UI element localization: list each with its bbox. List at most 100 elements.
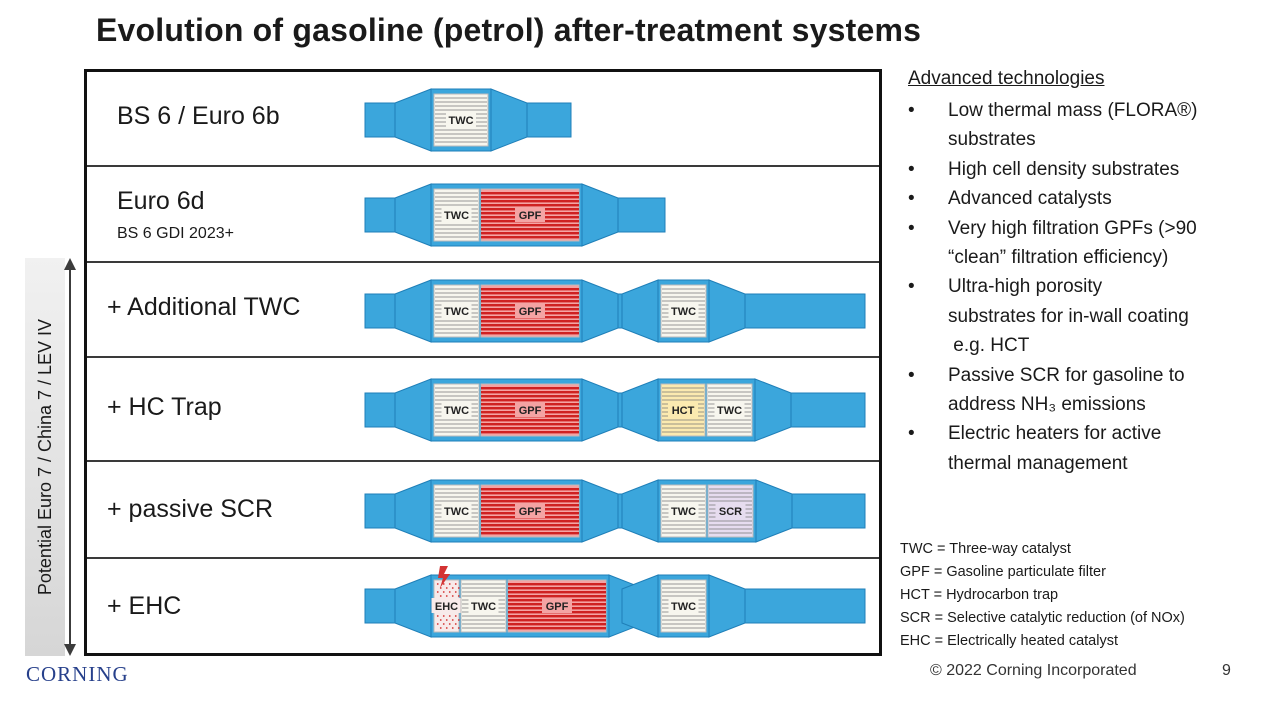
gpf-channel — [508, 587, 606, 590]
gpf-channel — [481, 391, 579, 394]
ehc-dot — [451, 627, 454, 629]
outlet-cone — [581, 479, 619, 543]
exhaust-diagram: TWC — [364, 88, 572, 152]
segment-label-bg — [441, 207, 472, 222]
segment-label-bg — [468, 598, 499, 613]
advanced-item-line: address NH₃ emissions — [948, 394, 1146, 416]
segment-label-bg — [446, 112, 476, 127]
gpf-channel — [481, 395, 579, 398]
gpf-channel — [481, 496, 579, 499]
segment-label-bg — [441, 303, 472, 318]
inlet-cone — [621, 378, 659, 442]
segment-label-bg — [668, 402, 698, 417]
gpf-channel — [481, 431, 579, 434]
advanced-item: •Advanced catalysts — [908, 184, 1268, 213]
segment-label: SCR — [719, 506, 742, 518]
segment-label-bg — [668, 303, 699, 318]
row-label: + Additional TWC — [107, 293, 301, 321]
ehc-dot — [439, 587, 442, 589]
bullet-icon: • — [908, 158, 915, 180]
twc-substrate: TWC — [433, 484, 480, 538]
ehc-dot — [451, 587, 454, 589]
gpf-channel — [481, 427, 579, 430]
bullet-icon: • — [908, 188, 915, 210]
gpf-substrate: GPF — [480, 484, 580, 538]
gpf-channel — [481, 236, 579, 239]
advanced-item-line: Ultra-high porosity — [948, 276, 1103, 298]
gpf-channel — [481, 500, 579, 503]
bullet-icon: • — [908, 100, 915, 121]
twc-substrate: TWC — [660, 284, 707, 338]
ehc-dot — [454, 623, 457, 625]
glossary-item: HCT = Hydrocarbon trap — [900, 587, 1059, 603]
advanced-item-line: Electric heaters for active — [948, 423, 1162, 445]
gpf-channel — [481, 200, 579, 203]
ehc-dot — [457, 627, 460, 629]
twc-substrate: TWC — [660, 484, 707, 538]
outlet-cone — [755, 479, 793, 543]
vertical-label: Potential Euro 7 / China 7 / LEV IV — [34, 318, 55, 596]
exhaust-diagram: TWC GPF TWC — [364, 279, 866, 343]
exhaust-system: TWC — [364, 88, 572, 152]
advanced-item: •Very high filtration GPFs (>90“clean” f… — [908, 214, 1268, 273]
ehc-dot — [442, 615, 445, 617]
inlet-cone — [394, 279, 432, 343]
gpf-channel — [481, 292, 579, 295]
catalyst-module: TWC — [621, 574, 746, 638]
gpf-channel — [508, 595, 606, 598]
gpf-substrate: GPF — [480, 284, 580, 338]
catalyst-module: TWC SCR — [621, 479, 793, 543]
gpf-substrate: GPF — [480, 383, 580, 437]
gpf-channel — [481, 204, 579, 207]
row-label: BS 6 / Euro 6b — [117, 102, 280, 130]
advanced-item-line: thermal management — [948, 452, 1128, 474]
segment-label-bg — [515, 303, 545, 318]
ehc-dot — [448, 623, 451, 625]
glossary-item: EHC = Electrically heated catalyst — [900, 633, 1118, 649]
gpf-channel — [481, 399, 579, 402]
gpf-channel — [481, 419, 579, 422]
ehc-dot — [436, 615, 439, 617]
glossary-item: GPF = Gasoline particulate filter — [900, 564, 1106, 580]
advanced-technologies-list: •Low thermal mass (FLORA®)substrates•Hig… — [908, 96, 1268, 478]
row-label: + passive SCR — [107, 495, 274, 523]
ehc-dot — [445, 619, 448, 621]
segment-label: TWC — [444, 306, 469, 318]
segment-label-bg — [668, 598, 699, 613]
segment-label-bg — [515, 207, 545, 222]
row-bs6-euro6b: BS 6 / Euro 6b TWC — [87, 72, 879, 167]
row-label: + EHC — [107, 592, 182, 620]
page-title: Evolution of gasoline (petrol) after-tre… — [96, 12, 922, 48]
gpf-channel — [481, 300, 579, 303]
segment-label-bg — [515, 503, 545, 518]
inlet-cone — [394, 183, 432, 247]
gpf-channel — [508, 619, 606, 622]
row-additional-twc: + Additional TWC TWC GPF TWC — [87, 263, 879, 358]
outlet-cone — [490, 88, 528, 152]
gpf-channel — [481, 524, 579, 527]
segment-label: HCT — [672, 405, 695, 417]
ehc-dot — [448, 615, 451, 617]
segment-label: EHC — [435, 601, 458, 613]
ehc-dot — [436, 623, 439, 625]
ehc-dot — [457, 595, 460, 597]
segment-label: TWC — [471, 601, 496, 613]
ehc-dot — [448, 591, 451, 593]
ehc-dot — [436, 591, 439, 593]
advanced-item: •High cell density substrates — [908, 155, 1268, 184]
double-arrow-icon — [64, 258, 76, 656]
ehc-dot — [445, 595, 448, 597]
ehc-dot — [439, 627, 442, 629]
row-sublabel: BS 6 GDI 2023+ — [117, 225, 234, 242]
gpf-channel — [508, 615, 606, 618]
ehc-dot — [439, 619, 442, 621]
ehc-dot — [445, 587, 448, 589]
